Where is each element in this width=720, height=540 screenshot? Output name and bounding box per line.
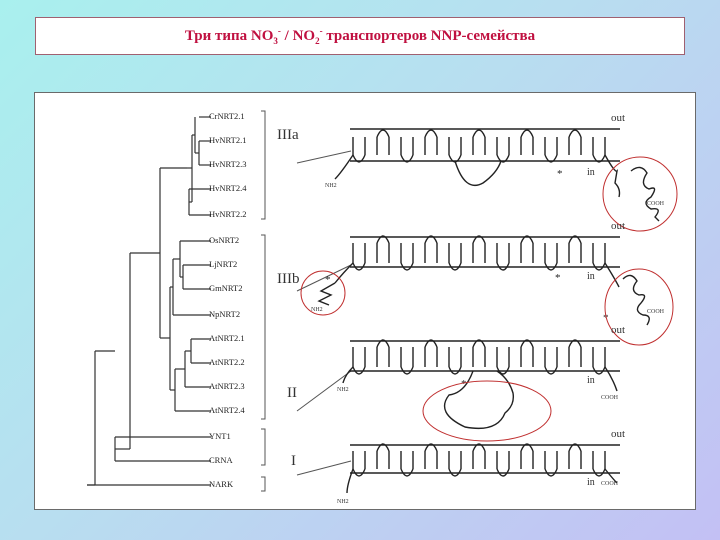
nh2-label-i: NH2 xyxy=(337,499,349,505)
in-label-i: in xyxy=(587,477,595,488)
taxon-label: GmNRT2 xyxy=(209,283,243,293)
taxon-label: HvNRT2.2 xyxy=(209,209,247,219)
cooh-label-i: COOH xyxy=(601,481,619,487)
topology-iiia xyxy=(334,128,660,222)
star-iiib-right: * xyxy=(603,312,609,324)
group-label-ii: II xyxy=(287,385,297,401)
star-iiib-left: * xyxy=(325,274,331,286)
taxon-label: AtNRT2.1 xyxy=(209,333,245,343)
taxon-label: OsNRT2 xyxy=(209,235,240,245)
taxon-label: HvNRT2.4 xyxy=(209,183,247,193)
title-box: Три типа NO3- / NO2- транспортеров NNP-с… xyxy=(35,17,685,55)
taxon-label: CrNRT2.1 xyxy=(209,111,245,121)
taxon-label: AtNRT2.3 xyxy=(209,381,245,391)
out-label-iiib: out xyxy=(611,220,625,232)
nh2-label-iiia: NH2 xyxy=(325,183,337,189)
group-connector-lines xyxy=(296,150,352,476)
taxon-label: HvNRT2.1 xyxy=(209,135,247,145)
highlight-ellipse-iiib-nterm xyxy=(300,270,346,316)
highlight-ellipse-iiib-cterm xyxy=(604,268,674,346)
in-label-ii: in xyxy=(587,375,595,386)
nh2-label-iiib: NH2 xyxy=(311,307,323,313)
cooh-label-iiib: COOH xyxy=(647,309,665,315)
star-iiib-mid: * xyxy=(555,272,561,284)
taxon-label: LjNRT2 xyxy=(209,259,238,269)
nh2-label-ii: NH2 xyxy=(337,387,349,393)
phylogenetic-tree xyxy=(87,116,211,486)
group-label-iiib: IIIb xyxy=(277,271,300,287)
slide-title: Три типа NO3- / NO2- транспортеров NNP-с… xyxy=(184,26,536,46)
group-label-iiia: IIIa xyxy=(277,127,299,143)
out-label-iiia: out xyxy=(611,112,625,124)
group-label-i: I xyxy=(291,453,296,469)
in-label-iiia: in xyxy=(587,167,595,178)
out-label-i: out xyxy=(611,428,625,440)
out-label-ii: out xyxy=(611,324,625,336)
taxon-label: NARK xyxy=(209,479,234,489)
taxon-label: HvNRT2.3 xyxy=(209,159,247,169)
topology-i xyxy=(346,443,620,494)
in-label-iiib: in xyxy=(587,271,595,282)
taxon-label: NpNRT2 xyxy=(209,309,241,319)
cooh-label-iiia: COOH xyxy=(647,201,665,207)
star-ii: * xyxy=(461,378,467,390)
diagram-figure: out in NH2 COOH * out in NH2 COOH * * * xyxy=(34,92,696,510)
taxon-label: YNT1 xyxy=(209,431,231,441)
taxon-label: AtNRT2.4 xyxy=(209,405,245,415)
diagram-svg: out in NH2 COOH * out in NH2 COOH * * * xyxy=(87,110,678,505)
taxon-label: AtNRT2.2 xyxy=(209,357,245,367)
cooh-label-ii: COOH xyxy=(601,395,619,401)
highlight-ellipse-ii xyxy=(422,380,552,442)
topology-ii xyxy=(342,339,620,430)
group-brackets xyxy=(261,110,266,492)
star-iiia: * xyxy=(557,168,563,180)
topology-iiib xyxy=(317,235,650,326)
taxon-label: CRNA xyxy=(209,455,233,465)
highlight-ellipse-iiia xyxy=(602,156,678,232)
